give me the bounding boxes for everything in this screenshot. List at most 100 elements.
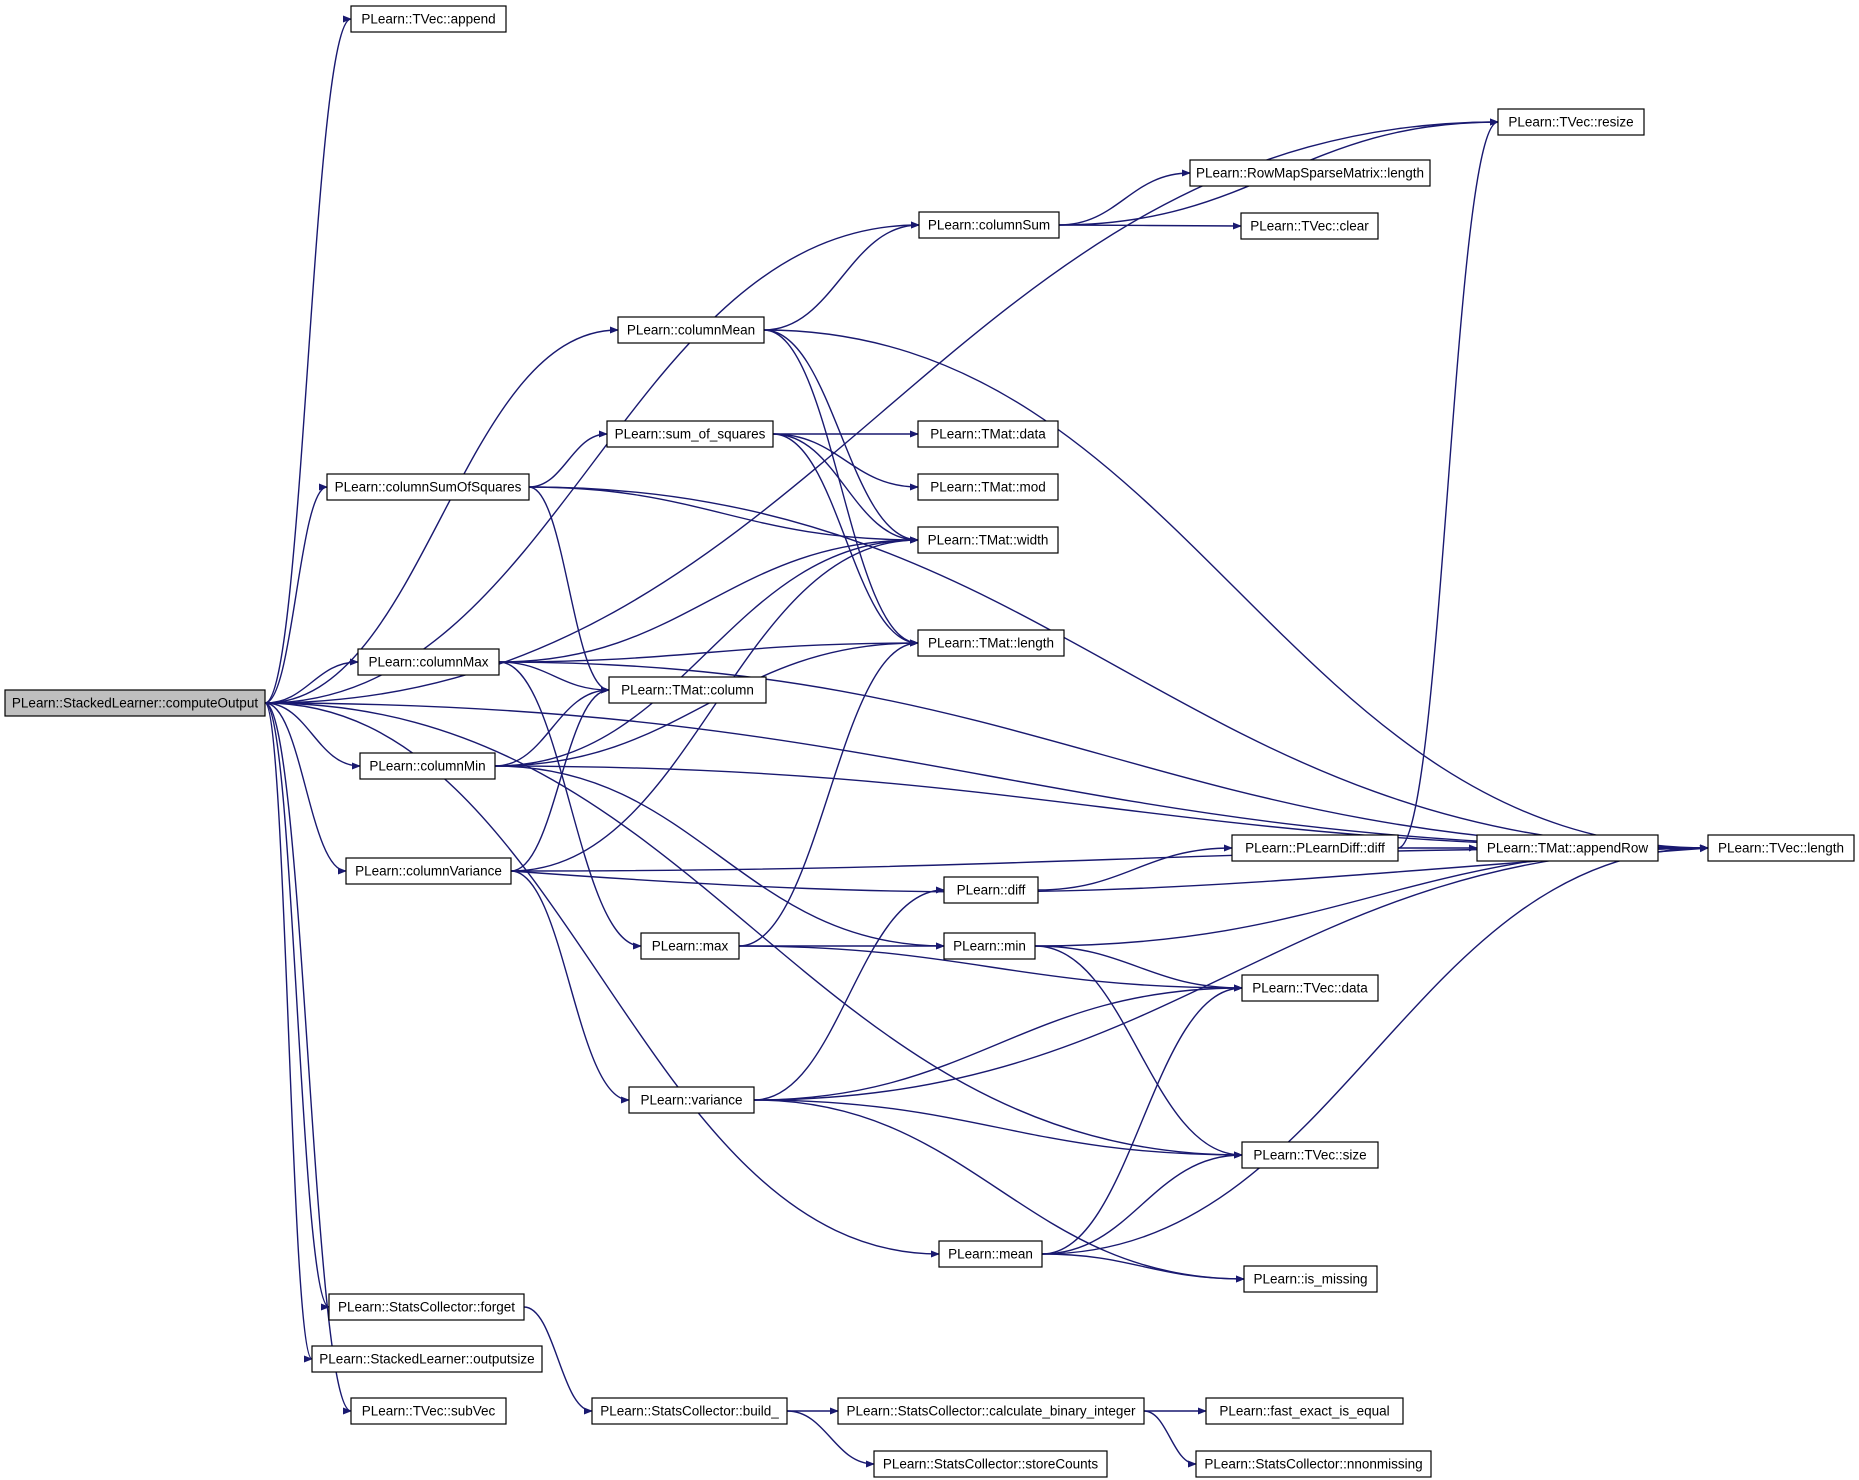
node-box-pdiff[interactable] [1231, 834, 1399, 862]
node-tvecLength[interactable]: PLearn::TVec::length [1707, 834, 1855, 862]
node-tmatData[interactable]: PLearn::TMat::data [917, 420, 1059, 448]
node-tmatMod[interactable]: PLearn::TMat::mod [917, 473, 1059, 501]
node-sumSquares[interactable]: PLearn::sum_of_squares [606, 420, 774, 448]
node-label-columnSumSq: PLearn::columnSumOfSquares [335, 480, 522, 495]
node-tmatWidth[interactable]: PLearn::TMat::width [917, 526, 1059, 554]
node-box-slOutputsize[interactable] [311, 1345, 543, 1373]
node-box-tvecLength[interactable] [1707, 834, 1855, 862]
node-tvecClear[interactable]: PLearn::TVec::clear [1240, 212, 1379, 240]
node-scNonmissing[interactable]: PLearn::StatsCollector::nnonmissing [1195, 1450, 1432, 1478]
node-pdiff[interactable]: PLearn::PLearnDiff::diff [1231, 834, 1399, 862]
node-box-tvecSize[interactable] [1241, 1141, 1379, 1169]
edge-diff-to-pdiff [1037, 844, 1233, 891]
node-box-subVec[interactable] [350, 1397, 507, 1425]
node-box-scForget[interactable] [328, 1293, 525, 1321]
edge-min-to-tvecData [1034, 945, 1243, 992]
node-box-tmatWidth[interactable] [917, 526, 1059, 554]
node-columnSum[interactable]: PLearn::columnSum [918, 211, 1060, 239]
node-label-tvecLength: PLearn::TVec::length [1718, 841, 1844, 856]
node-label-scCalc: PLearn::StatsCollector::calculate_binary… [847, 1404, 1136, 1419]
node-box-mean[interactable] [938, 1240, 1043, 1268]
node-box-max[interactable] [640, 932, 740, 960]
edge-columnSumSq-to-tmatWidth [528, 486, 919, 544]
node-mean[interactable]: PLearn::mean [938, 1240, 1043, 1268]
node-box-columnSum[interactable] [918, 211, 1060, 239]
node-max[interactable]: PLearn::max [640, 932, 740, 960]
node-tvecData[interactable]: PLearn::TVec::data [1241, 974, 1379, 1002]
node-tmatColumn[interactable]: PLearn::TMat::column [608, 676, 767, 704]
node-box-columnMean[interactable] [617, 316, 765, 344]
node-columnMax[interactable]: PLearn::columnMax [357, 648, 500, 676]
node-box-columnSumSq[interactable] [326, 473, 530, 501]
node-box-scNonmissing[interactable] [1195, 1450, 1432, 1478]
node-box-tvecData[interactable] [1241, 974, 1379, 1002]
node-box-computeOutput[interactable] [4, 689, 266, 717]
node-box-columnMax[interactable] [357, 648, 500, 676]
edge-columnSum-to-rmsmLength [1058, 169, 1191, 226]
node-variance[interactable]: PLearn::variance [628, 1086, 755, 1114]
node-scStore[interactable]: PLearn::StatsCollector::storeCounts [873, 1450, 1108, 1478]
node-label-isMissing: PLearn::is_missing [1253, 1272, 1367, 1287]
node-box-fastEq[interactable] [1205, 1397, 1404, 1425]
node-columnMean[interactable]: PLearn::columnMean [617, 316, 765, 344]
edge-columnSum-to-tvecClear [1058, 222, 1242, 230]
node-columnVar[interactable]: PLearn::columnVariance [345, 857, 512, 885]
node-box-tmatMod[interactable] [917, 473, 1059, 501]
node-box-min[interactable] [943, 932, 1036, 960]
node-box-columnVar[interactable] [345, 857, 512, 885]
node-box-tmatData[interactable] [917, 420, 1059, 448]
node-tvecSize[interactable]: PLearn::TVec::size [1241, 1141, 1379, 1169]
node-box-diff[interactable] [943, 876, 1039, 904]
node-box-variance[interactable] [628, 1086, 755, 1114]
node-isMissing[interactable]: PLearn::is_missing [1243, 1265, 1378, 1293]
edge-columnMin-to-tmatWidth [494, 536, 919, 767]
node-rmsmLength[interactable]: PLearn::RowMapSparseMatrix::length [1189, 159, 1431, 187]
node-scBuild[interactable]: PLearn::StatsCollector::build_ [591, 1397, 788, 1425]
node-columnMin[interactable]: PLearn::columnMin [359, 752, 496, 780]
node-label-scStore: PLearn::StatsCollector::storeCounts [883, 1457, 1099, 1472]
node-subVec[interactable]: PLearn::TVec::subVec [350, 1397, 507, 1425]
edge-columnMax-to-tmatWidth [498, 536, 919, 663]
edge-variance-to-tvecData [753, 984, 1243, 1101]
node-scForget[interactable]: PLearn::StatsCollector::forget [328, 1293, 525, 1321]
node-box-tmatColumn[interactable] [608, 676, 767, 704]
node-append[interactable]: PLearn::TVec::append [350, 5, 507, 33]
node-box-appendRow[interactable] [1476, 834, 1659, 862]
edge-computeOutput-to-tvecLength [264, 702, 1709, 852]
node-fastEq[interactable]: PLearn::fast_exact_is_equal [1205, 1397, 1404, 1425]
node-computeOutput[interactable]: PLearn::StackedLearner::computeOutput [4, 689, 266, 717]
node-columnSumSq[interactable]: PLearn::columnSumOfSquares [326, 473, 530, 501]
edge-columnMin-to-tmatColumn [494, 686, 610, 767]
node-box-scStore[interactable] [873, 1450, 1108, 1478]
node-box-isMissing[interactable] [1243, 1265, 1378, 1293]
node-box-append[interactable] [350, 5, 507, 33]
node-diff[interactable]: PLearn::diff [943, 876, 1039, 904]
node-label-pdiff: PLearn::PLearnDiff::diff [1245, 841, 1385, 856]
node-box-rmsmLength[interactable] [1189, 159, 1431, 187]
node-min[interactable]: PLearn::min [943, 932, 1036, 960]
node-box-columnMin[interactable] [359, 752, 496, 780]
node-appendRow[interactable]: PLearn::TMat::appendRow [1476, 834, 1659, 862]
node-scCalc[interactable]: PLearn::StatsCollector::calculate_binary… [837, 1397, 1145, 1425]
node-tmatLength[interactable]: PLearn::TMat::length [917, 629, 1065, 657]
node-label-columnMax: PLearn::columnMax [368, 655, 488, 670]
edge-min-to-tvecSize [1034, 945, 1243, 1159]
node-label-slOutputsize: PLearn::StackedLearner::outputsize [319, 1352, 534, 1367]
node-label-scBuild: PLearn::StatsCollector::build_ [600, 1404, 779, 1419]
node-label-columnSum: PLearn::columnSum [928, 218, 1050, 233]
edge-columnVar-to-tmatColumn [510, 686, 610, 872]
node-box-sumSquares[interactable] [606, 420, 774, 448]
edge-computeOutput-to-columnMean [264, 326, 619, 704]
edge-computeOutput-to-columnVar [264, 702, 347, 875]
node-box-scBuild[interactable] [591, 1397, 788, 1425]
node-label-tmatWidth: PLearn::TMat::width [928, 533, 1049, 548]
edge-columnSumSq-to-tmatColumn [528, 486, 610, 694]
node-label-sumSquares: PLearn::sum_of_squares [615, 427, 766, 442]
node-box-scCalc[interactable] [837, 1397, 1145, 1425]
node-slOutputsize[interactable]: PLearn::StackedLearner::outputsize [311, 1345, 543, 1373]
node-box-tvecClear[interactable] [1240, 212, 1379, 240]
node-box-tmatLength[interactable] [917, 629, 1065, 657]
nodes-layer: PLearn::StackedLearner::computeOutputPLe… [4, 5, 1855, 1478]
node-resize[interactable]: PLearn::TVec::resize [1497, 108, 1645, 136]
node-box-resize[interactable] [1497, 108, 1645, 136]
